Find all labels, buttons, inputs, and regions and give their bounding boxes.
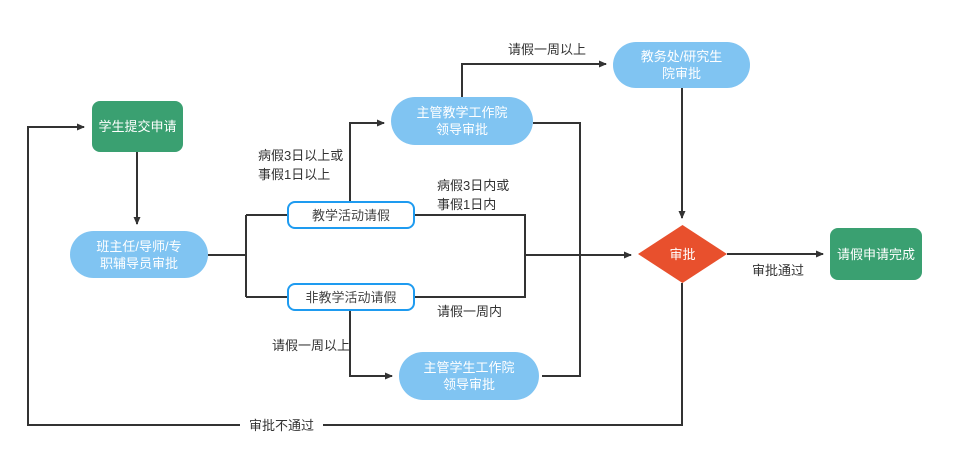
edge-nonteach-to-junction xyxy=(415,255,526,298)
node-teaching-leave-label: 教学活动请假 xyxy=(311,207,390,223)
label-approval-fail: 审批不通过 xyxy=(240,416,324,435)
node-nonteaching-leave: 非教学活动请假 xyxy=(287,283,415,311)
edge-reject-loop xyxy=(27,123,683,426)
node-approval-decision-label: 审批 xyxy=(669,246,696,262)
node-teaching-dean-line2: 领导审批 xyxy=(435,122,488,137)
node-academic-office-approval: 教务处/研究生 院审批 xyxy=(613,42,750,88)
node-advisor-approval-line2: 职辅导员审批 xyxy=(99,255,178,271)
edge-nonteach-to-studentdean xyxy=(349,311,393,380)
node-leave-complete: 请假申请完成 xyxy=(830,228,922,280)
node-nonteaching-leave-label: 非教学活动请假 xyxy=(305,289,397,305)
node-student-submit-label: 学生提交申请 xyxy=(98,119,177,134)
node-student-dean-line1: 主管学生工作院 xyxy=(423,360,515,375)
label-sick3-plus: 病假3日以上或 事假1日以上 xyxy=(258,146,343,184)
label-sick3-plus-line2: 事假1日以上 xyxy=(258,167,331,182)
node-teaching-dean-approval: 主管教学工作院 领导审批 xyxy=(391,97,533,145)
label-sick3-within: 病假3日内或 事假1日内 xyxy=(437,176,509,214)
label-week-plus-bottom: 请假一周以上 xyxy=(272,338,351,353)
label-sick3-within-line2: 事假1日内 xyxy=(437,197,497,212)
node-academic-office-line1: 教务处/研究生 xyxy=(640,49,723,64)
edge-deans-connector xyxy=(533,122,581,377)
label-sick3-within-line1: 病假3日内或 xyxy=(437,178,510,193)
node-leave-complete-label: 请假申请完成 xyxy=(836,246,915,262)
node-student-dean-line2: 领导审批 xyxy=(442,377,495,392)
node-student-dean-approval: 主管学生工作院 领导审批 xyxy=(399,352,539,400)
node-academic-office-line2: 院审批 xyxy=(661,66,701,81)
edge-teach-to-junction xyxy=(415,214,526,255)
label-week-within: 请假一周内 xyxy=(437,304,503,319)
edge-teachdean-to-academic xyxy=(461,60,607,97)
label-week-plus-top: 请假一周以上 xyxy=(508,42,587,57)
label-approval-pass: 审批通过 xyxy=(752,263,805,278)
node-student-submit: 学生提交申请 xyxy=(92,101,183,152)
node-teaching-dean-line1: 主管教学工作院 xyxy=(416,105,508,120)
node-advisor-approval: 班主任/导师/专 职辅导员审批 xyxy=(70,231,208,278)
edge-teach-to-teachdean xyxy=(349,119,385,201)
node-advisor-approval-line1: 班主任/导师/专 xyxy=(96,238,182,254)
node-teaching-leave: 教学活动请假 xyxy=(287,201,415,229)
label-sick3-plus-line1: 病假3日以上或 xyxy=(258,148,344,163)
